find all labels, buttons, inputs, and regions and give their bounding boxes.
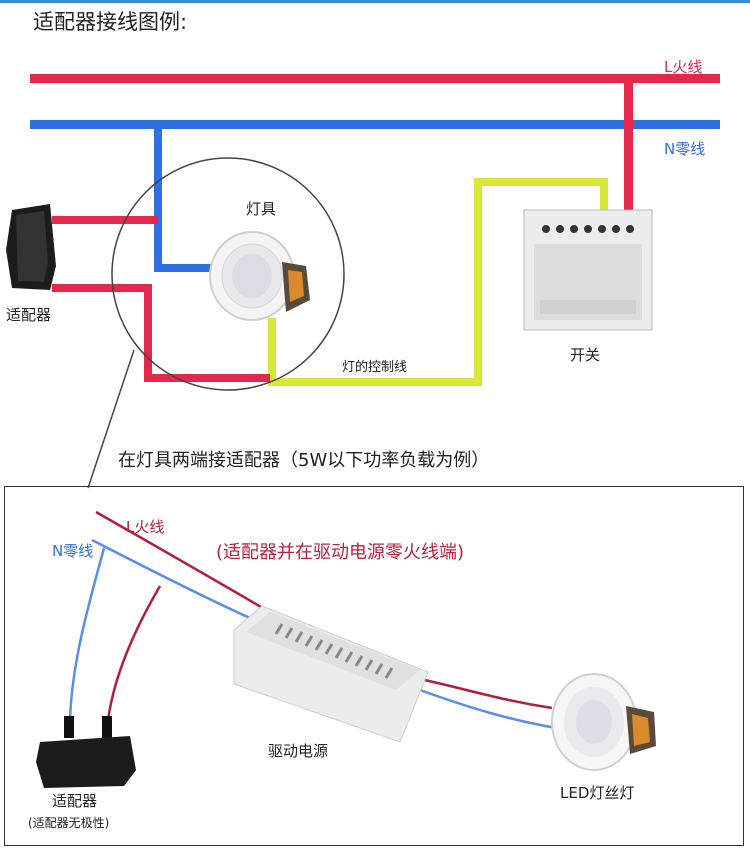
adapter-live-lead [106, 585, 162, 721]
control-wire [268, 178, 608, 386]
top-fixture-device [209, 231, 310, 321]
detail-panel [4, 486, 744, 846]
bottom-live-label: L火线 [126, 518, 165, 536]
led-downlight-device [551, 673, 656, 771]
adapter-label: 适配器 [6, 306, 52, 324]
bottom-subtitle: (适配器并在驱动电源零火线端) [216, 542, 465, 563]
switch-device [523, 209, 653, 331]
live-wire-label: L火线 [664, 58, 703, 76]
page-title: 适配器接线图例: [33, 10, 188, 34]
magnify-leader [87, 349, 135, 489]
bottom-neutral-wire [91, 538, 557, 730]
fixture-label: 灯具 [246, 200, 277, 218]
top-adapter-device [6, 204, 56, 290]
bottom-neutral-label: N零线 [52, 542, 94, 560]
driver-device [233, 605, 429, 743]
magnify-circle [111, 157, 345, 391]
adapter-polarity-note: (适配器无极性) [28, 816, 110, 830]
control-wire-label: 灯的控制线 [342, 360, 408, 375]
magnify-caption: 在灯具两端接适配器（5W以下功率负载为例） [118, 450, 490, 471]
bottom-adapter-label: 适配器 [52, 792, 98, 810]
live-bus-wire [30, 74, 720, 83]
led-label: LED灯丝灯 [560, 784, 635, 802]
driver-label: 驱动电源 [268, 742, 329, 760]
switch-live-drop [624, 74, 633, 219]
switch-label: 开关 [570, 346, 601, 364]
adapter-neutral-lead [68, 547, 106, 721]
neutral-wire-label: N零线 [664, 140, 706, 158]
fixture-neutral-wire [154, 124, 218, 272]
adapter-wire-bottom [52, 284, 270, 382]
bottom-adapter-device [36, 716, 136, 788]
top-border-line [0, 0, 750, 3]
neutral-bus-wire [30, 120, 720, 129]
